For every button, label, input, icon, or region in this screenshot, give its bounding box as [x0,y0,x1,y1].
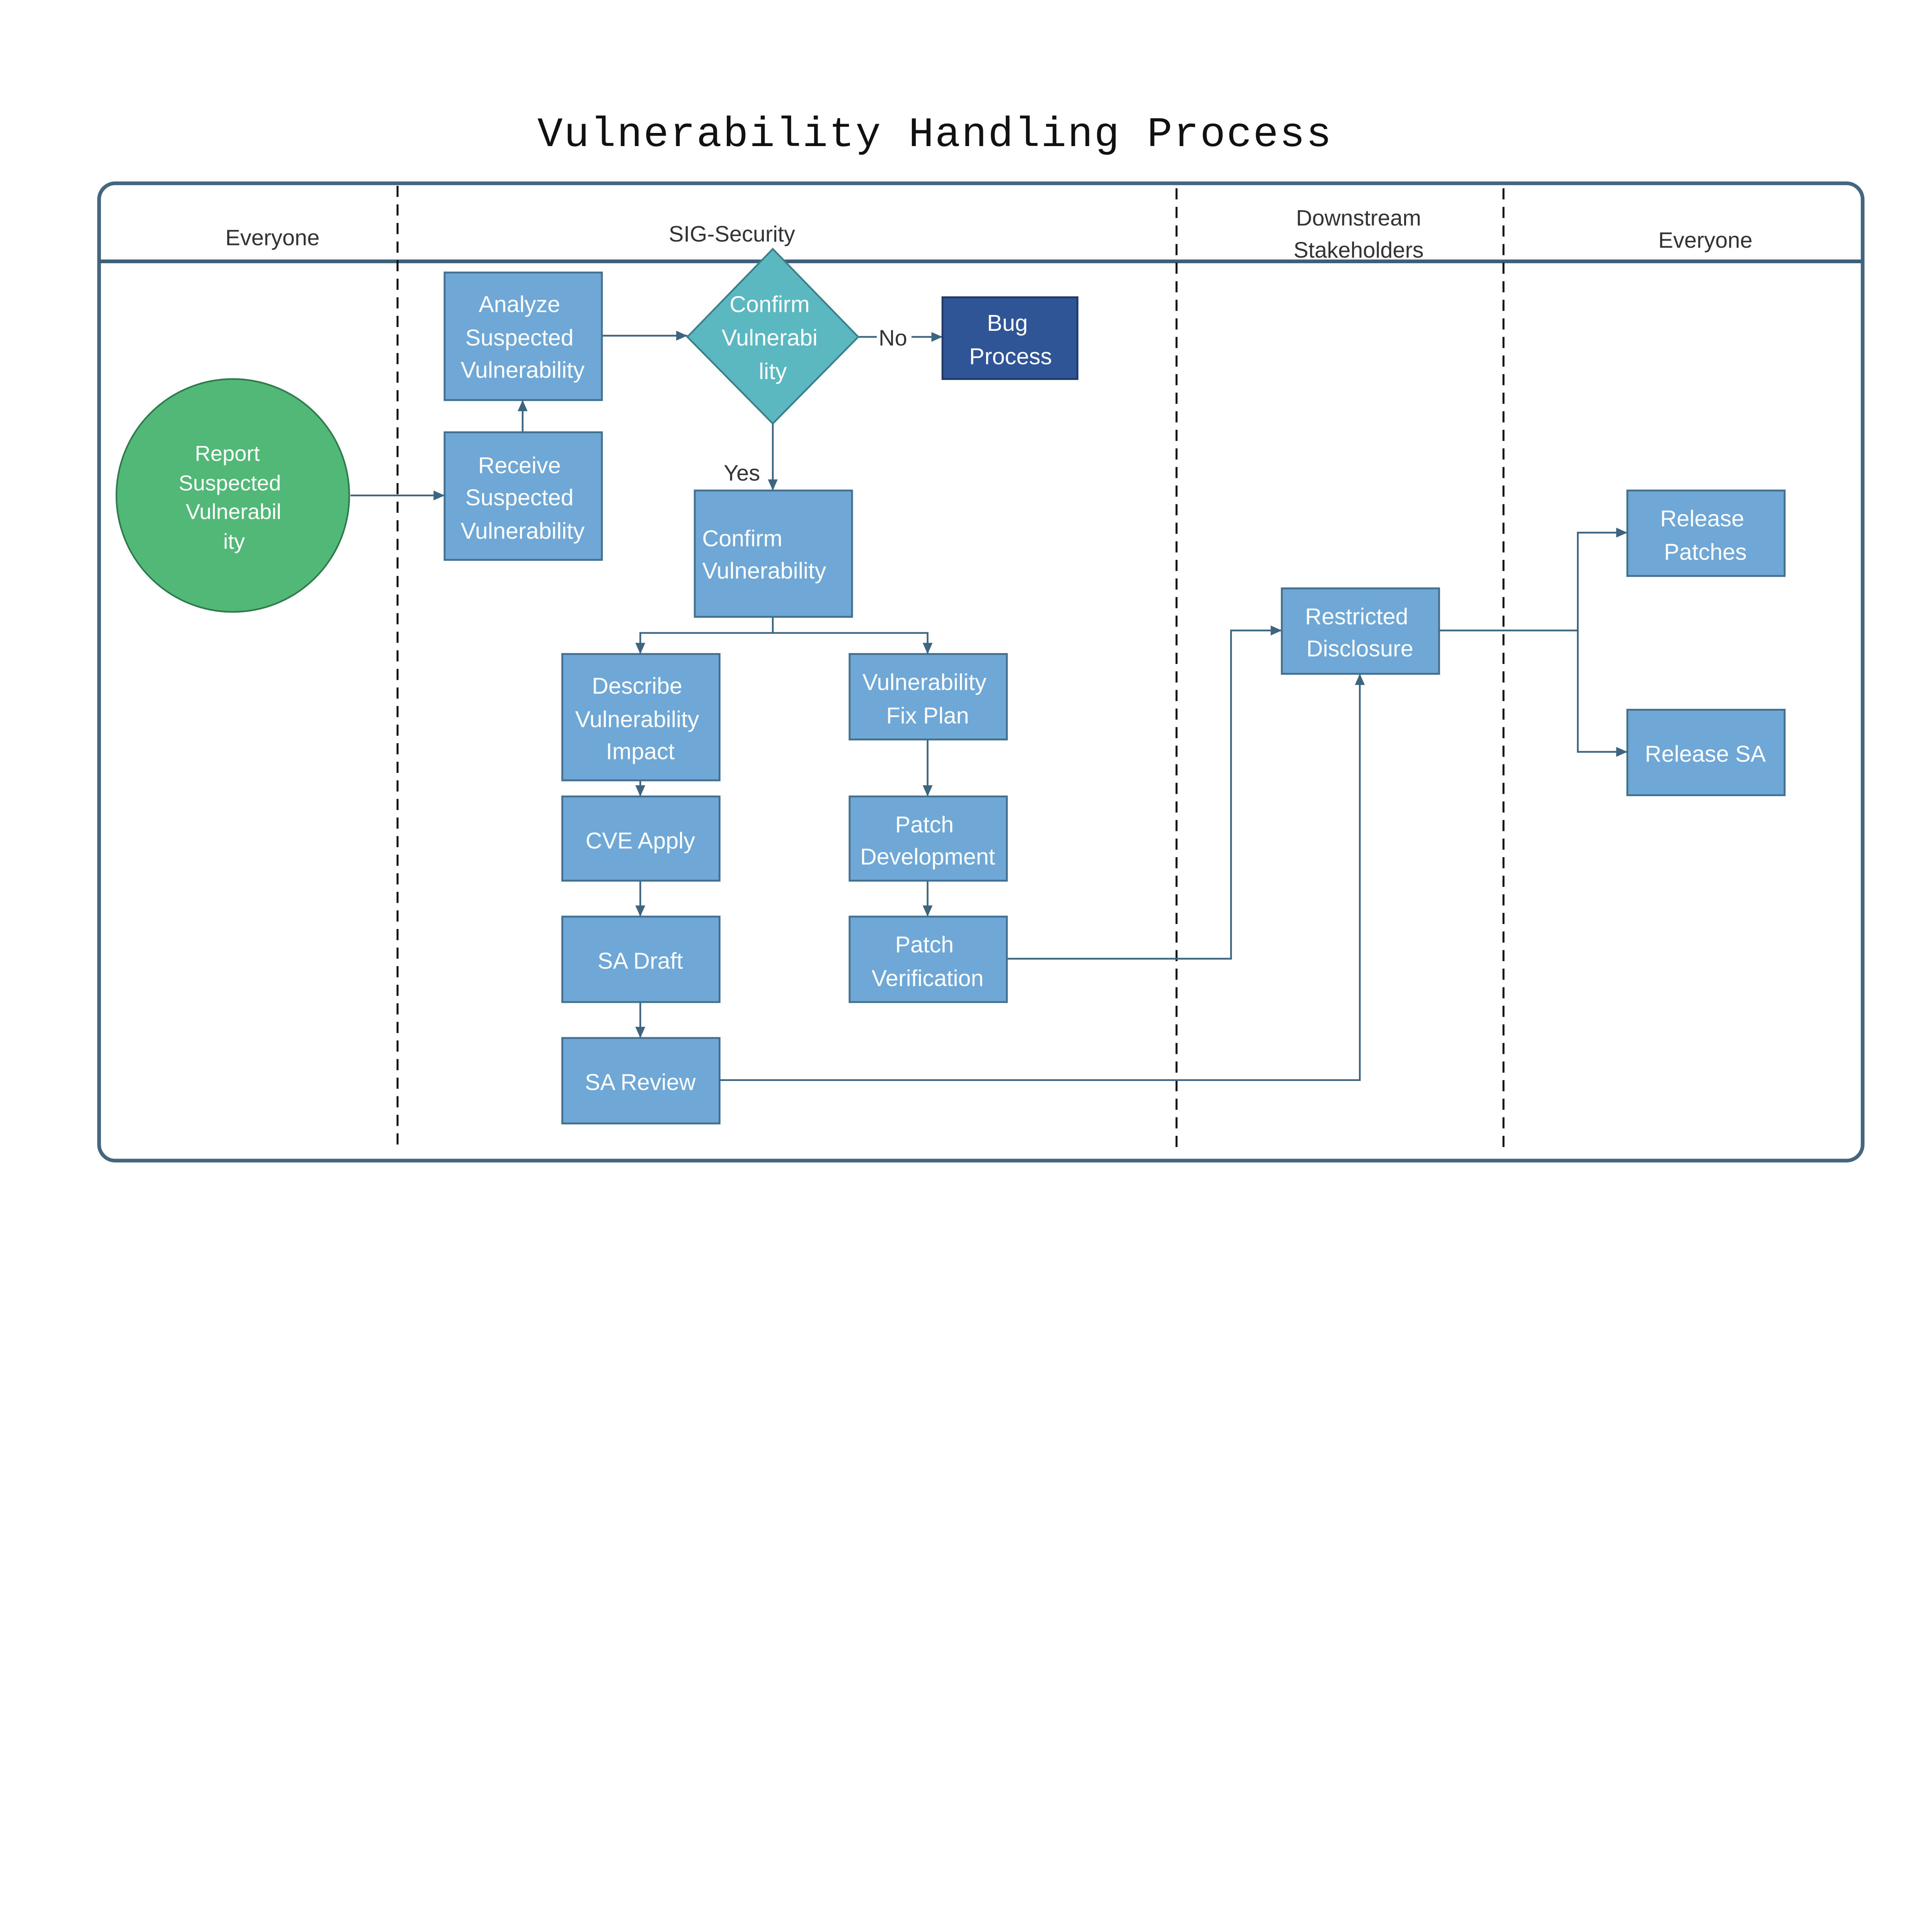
process-box [849,653,1008,740]
lane-header-sig-security: SIG-Security [669,222,795,247]
process-box [1626,709,1786,796]
node-analyze-suspected-vulnerability[interactable]: Analyze Suspected Vulnerability [444,271,603,401]
process-box [561,916,721,1003]
node-confirm-vulnerability[interactable]: Confirm Vulnerability [694,489,853,618]
node-decision-confirm-vulnerability[interactable]: Confirm Vulnerabi lity [686,248,860,425]
node-label: Describe Vulnerability Impact [575,673,705,764]
arrow-restricted-to-relsa [1577,630,1628,757]
node-label: Release Patches [1660,505,1750,565]
arrow-restricted-to-relpatches [1439,528,1628,631]
node-label: Bug Process [969,310,1052,369]
process-box [444,431,603,561]
node-patch-verification[interactable]: Patch Verification [849,916,1008,1003]
node-label: Vulnerability Fix Plan [862,669,993,728]
process-box [941,296,1078,380]
process-box [849,795,1008,882]
node-label: Confirm Vulnerabi lity [722,291,824,384]
arrow-sareview-to-restricted [719,674,1365,1081]
arrow-confirm-to-describe [635,617,774,654]
node-label: Patch Development [860,812,995,870]
process-box [561,653,721,781]
node-receive-suspected-vulnerability[interactable]: Receive Suspected Vulnerability [444,431,603,561]
swimlane-frame [97,181,1865,1163]
node-report-suspected-vulnerability[interactable]: Report Suspected Vulnerabil ity [116,378,350,613]
process-box [561,1037,721,1125]
arrow-confirm-to-fixplan [772,632,933,654]
node-sa-draft[interactable]: SA Draft [561,916,721,1003]
node-label: Confirm Vulnerability [702,525,826,583]
process-box [444,271,603,401]
node-sa-review[interactable]: SA Review [561,1037,721,1125]
node-describe-vulnerability-impact[interactable]: Describe Vulnerability Impact [561,653,721,781]
flowchart-canvas: Vulnerability Handling Process Everyone … [97,111,1865,1163]
decision-diamond [686,248,860,425]
diagram-title: Vulnerability Handling Process [537,111,1333,159]
process-box [1281,587,1440,675]
edge-label-no: No [879,326,907,351]
node-restricted-disclosure[interactable]: Restricted Disclosure [1281,587,1440,675]
process-box [561,795,721,882]
arrow-patchver-to-restricted [1007,625,1282,960]
node-label: CVE Apply [585,828,695,854]
node-label: Report Suspected Vulnerabil ity [179,441,287,553]
lane-header-everyone-release: Everyone [1658,228,1753,253]
node-release-patches[interactable]: Release Patches [1626,489,1786,577]
process-box [1626,489,1786,577]
connectors [350,330,1628,1081]
node-vulnerability-fix-plan[interactable]: Vulnerability Fix Plan [849,653,1008,740]
node-patch-development[interactable]: Patch Development [849,795,1008,882]
node-label: SA Draft [598,948,683,973]
node-label: Analyze Suspected Vulnerability [461,291,585,383]
node-bug-process[interactable]: Bug Process [941,296,1078,380]
node-label: Release SA [1645,741,1766,767]
lane-header-everyone: Everyone [225,226,320,250]
edge-label-yes: Yes [724,461,760,486]
start-circle [116,378,350,613]
node-label: Receive Suspected Vulnerability [461,452,585,544]
node-label: Patch Verification [872,932,984,991]
node-release-sa[interactable]: Release SA [1626,709,1786,796]
process-box [694,489,853,618]
node-cve-apply[interactable]: CVE Apply [561,795,721,882]
node-label: SA Review [585,1069,696,1095]
node-label: Restricted Disclosure [1305,603,1415,661]
process-box [849,916,1008,1003]
